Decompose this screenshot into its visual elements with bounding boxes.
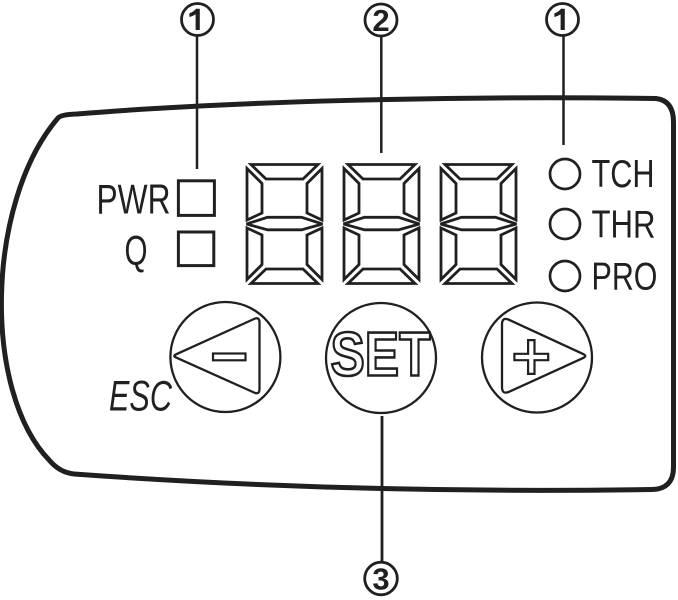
svg-text:Q: Q	[125, 227, 148, 274]
svg-text:ESC: ESC	[109, 374, 172, 421]
svg-text:2: 2	[372, 3, 389, 38]
svg-text:THR: THR	[592, 204, 656, 247]
svg-text:PWR: PWR	[97, 176, 171, 223]
svg-text:PRO: PRO	[592, 256, 658, 299]
svg-text:TCH: TCH	[592, 153, 655, 196]
svg-text:3: 3	[372, 562, 389, 597]
svg-text:SET: SET	[331, 321, 431, 390]
